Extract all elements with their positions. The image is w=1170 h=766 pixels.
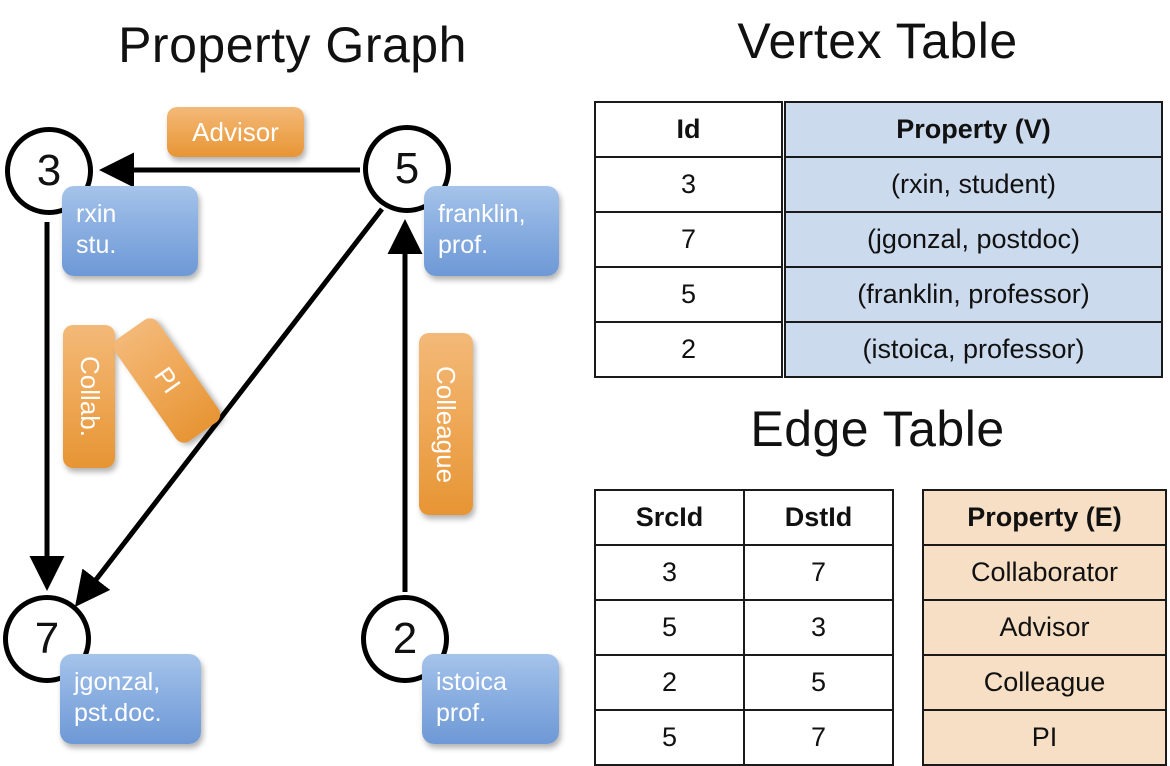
table-row[interactable]: (istoica, professor) bbox=[784, 321, 1163, 378]
vertex-table-cell-property: (istoica, professor) bbox=[784, 321, 1163, 378]
table-row[interactable]: 5 7 bbox=[594, 709, 894, 766]
vertex-table-cell-id: 3 bbox=[594, 156, 783, 213]
table-row[interactable]: 5 3 bbox=[594, 599, 894, 656]
edge-table-cell-srcid: 5 bbox=[594, 709, 745, 766]
vertex-property-box-5-line1: franklin, bbox=[438, 200, 526, 228]
vertex-property-box-7[interactable]: jgonzal, pst.doc. bbox=[60, 654, 201, 744]
table-row[interactable]: 5 bbox=[594, 266, 783, 323]
table-row[interactable]: Advisor bbox=[922, 599, 1167, 656]
vertex-table-cell-property: (jgonzal, postdoc) bbox=[784, 211, 1163, 268]
table-header-row: Property (E) bbox=[922, 489, 1167, 546]
edge-table-cell-srcid: 5 bbox=[594, 599, 745, 656]
vertex-property-box-7-line1: jgonzal, bbox=[74, 668, 161, 696]
table-row[interactable]: PI bbox=[922, 709, 1167, 766]
edge-table-cell-dstid: 3 bbox=[743, 599, 894, 656]
graph-node-3-label: 3 bbox=[36, 146, 62, 195]
vertex-table-cell-id: 5 bbox=[594, 266, 783, 323]
edge-5-to-7 bbox=[74, 207, 384, 607]
table-row[interactable]: Collaborator bbox=[922, 544, 1167, 601]
edge-table-cell-property: Colleague bbox=[922, 654, 1167, 711]
vertex-table-cell-property: (rxin, student) bbox=[784, 156, 1163, 213]
vertex-property-box-2-line2: prof. bbox=[436, 699, 487, 728]
vertex-property-box-5-line2: prof. bbox=[438, 231, 489, 260]
table-header-row: Property (V) bbox=[784, 101, 1163, 158]
edge-label-collab-text: Collab. bbox=[74, 356, 105, 437]
vertex-table-cell-id: 7 bbox=[594, 211, 783, 268]
edge-table-cell-dstid: 7 bbox=[743, 709, 894, 766]
table-row[interactable]: (jgonzal, postdoc) bbox=[784, 211, 1163, 268]
graph-node-7-label: 7 bbox=[34, 614, 60, 663]
edge-table-cell-srcid: 2 bbox=[594, 654, 745, 711]
edge-label-collab[interactable]: Collab. bbox=[63, 325, 115, 468]
vertex-property-box-2-line1: istoica bbox=[436, 668, 507, 696]
table-row[interactable]: (rxin, student) bbox=[784, 156, 1163, 213]
property-graph-panel: Property Graph 3 5 7 2 rxin stu. frankli… bbox=[0, 0, 585, 760]
vertex-property-box-3-line1: rxin bbox=[76, 200, 117, 228]
table-row[interactable]: 2 bbox=[594, 321, 783, 378]
edge-label-advisor-text: Advisor bbox=[192, 116, 279, 147]
vertex-table-cell-property: (franklin, professor) bbox=[784, 266, 1163, 323]
edge-table-id-columns: SrcId DstId 3 7 5 3 2 5 5 7 bbox=[594, 489, 894, 766]
table-header-row: SrcId DstId bbox=[594, 489, 894, 546]
vertex-table-id-column: Id 3 7 5 2 bbox=[594, 101, 783, 378]
edge-label-colleague[interactable]: Colleague bbox=[419, 333, 473, 515]
table-row[interactable]: 7 bbox=[594, 211, 783, 268]
vertex-property-box-5[interactable]: franklin, prof. bbox=[424, 186, 559, 276]
vertex-table-property-column: Property (V) (rxin, student) (jgonzal, p… bbox=[784, 101, 1163, 378]
graph-node-5[interactable]: 5 bbox=[363, 125, 451, 213]
table-row[interactable]: Colleague bbox=[922, 654, 1167, 711]
edge-table-header-srcid: SrcId bbox=[594, 489, 745, 546]
graph-node-5-label: 5 bbox=[394, 144, 420, 193]
graph-node-2-label: 2 bbox=[392, 614, 418, 663]
edge-table-cell-srcid: 3 bbox=[594, 544, 745, 601]
edge-table-cell-property: Collaborator bbox=[922, 544, 1167, 601]
vertex-property-box-3-line2: stu. bbox=[76, 231, 117, 260]
graph-node-2[interactable]: 2 bbox=[361, 595, 449, 683]
edge-table-cell-dstid: 7 bbox=[743, 544, 894, 601]
edge-label-colleague-text: Colleague bbox=[431, 365, 462, 483]
vertex-property-box-2[interactable]: istoica prof. bbox=[422, 654, 559, 744]
edge-table-property-column: Property (E) Collaborator Advisor Collea… bbox=[922, 489, 1167, 766]
edge-label-advisor[interactable]: Advisor bbox=[167, 107, 304, 157]
edge-table-cell-property: Advisor bbox=[922, 599, 1167, 656]
page-title-edge-table: Edge Table bbox=[750, 401, 1005, 457]
edge-table-cell-property: PI bbox=[922, 709, 1167, 766]
page-title-vertex-table: Vertex Table bbox=[737, 13, 1018, 69]
table-row[interactable]: 2 5 bbox=[594, 654, 894, 711]
vertex-table-header-property: Property (V) bbox=[784, 101, 1163, 158]
edge-table-header-dstid: DstId bbox=[743, 489, 894, 546]
table-row[interactable]: 3 bbox=[594, 156, 783, 213]
vertex-property-box-3[interactable]: rxin stu. bbox=[62, 186, 198, 276]
table-header-row: Id bbox=[594, 101, 783, 158]
edge-table-header-property: Property (E) bbox=[922, 489, 1167, 546]
vertex-table-cell-id: 2 bbox=[594, 321, 783, 378]
edge-label-pi-text: PI bbox=[148, 361, 187, 399]
edge-table-cell-dstid: 5 bbox=[743, 654, 894, 711]
page-title-property-graph: Property Graph bbox=[118, 17, 467, 73]
table-row[interactable]: (franklin, professor) bbox=[784, 266, 1163, 323]
vertex-property-box-7-line2: pst.doc. bbox=[74, 699, 162, 728]
table-row[interactable]: 3 7 bbox=[594, 544, 894, 601]
graph-edge-arrows bbox=[29, 152, 423, 607]
vertex-table-header-id: Id bbox=[594, 101, 783, 158]
